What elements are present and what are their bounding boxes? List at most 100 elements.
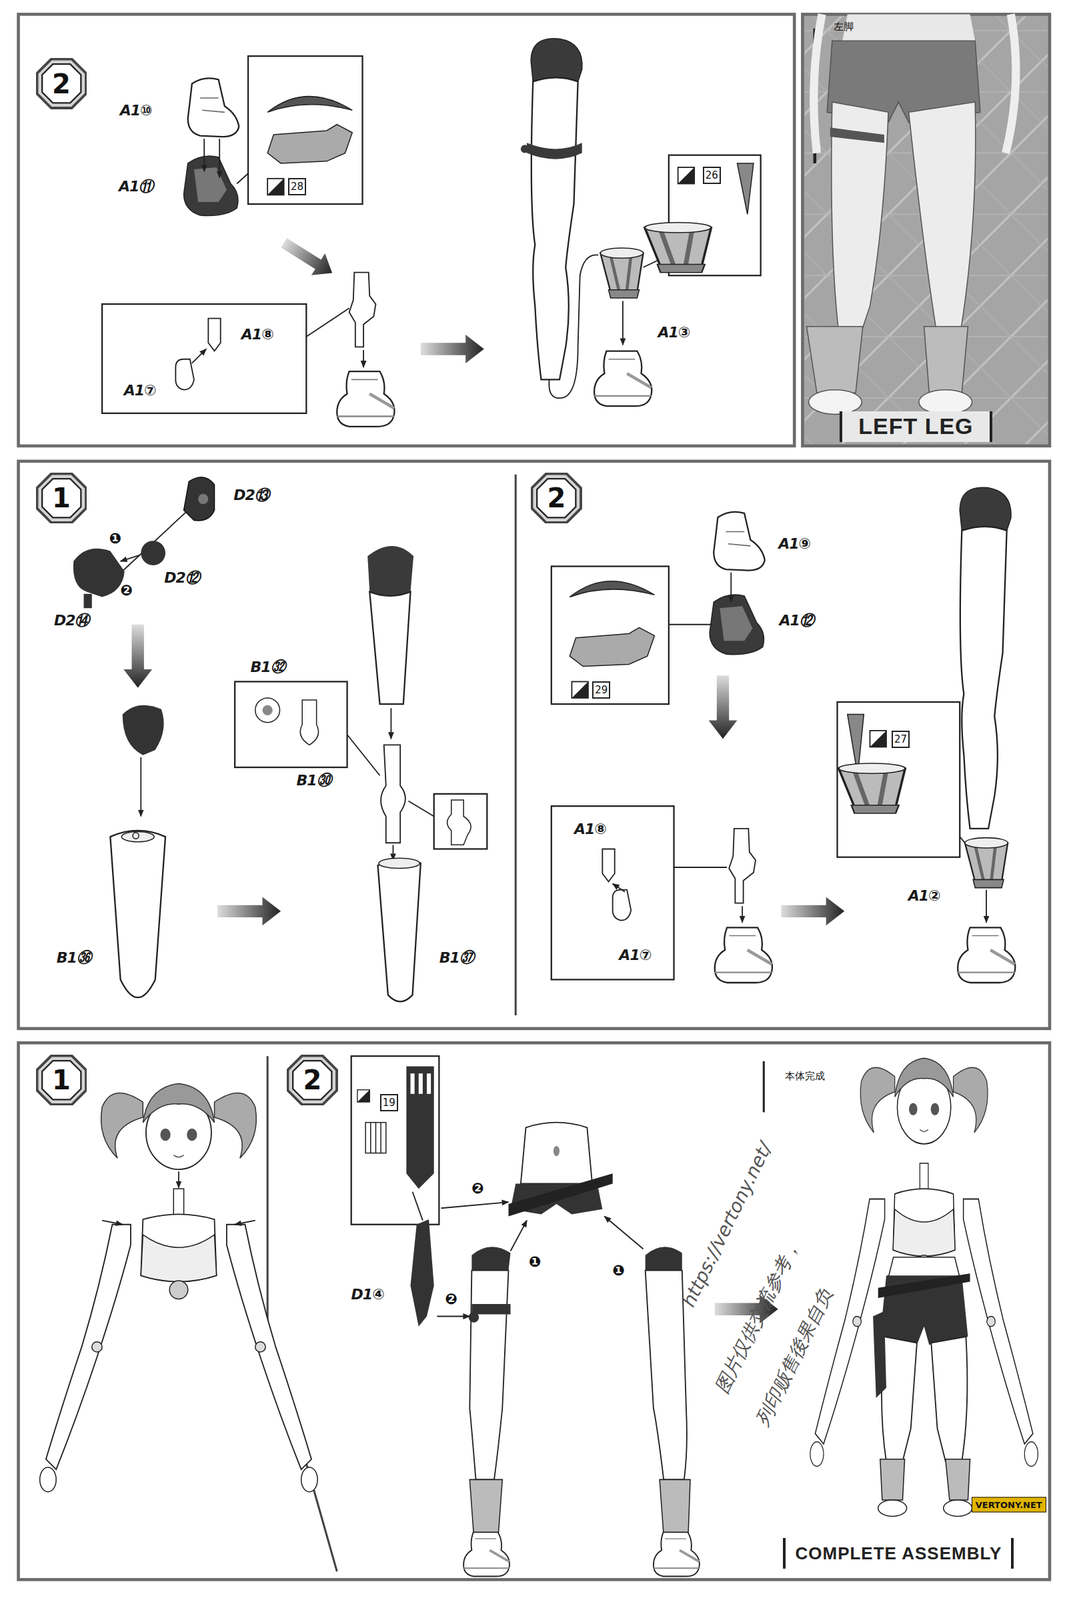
bottom-panel-part (234, 1221, 256, 1226)
sticker-number: 26 (702, 166, 721, 185)
watermark-logo: VERTONY.NET (971, 1497, 1047, 1513)
bottom-panel-part (520, 1123, 593, 1185)
section-title: COMPLETE ASSEMBLY (782, 1538, 1014, 1570)
middle-panel-part (571, 681, 588, 698)
top-panel-part (336, 371, 395, 427)
part-number: A1③ (658, 323, 691, 341)
sticker-number: 27 (891, 730, 910, 749)
bottom-panel-part (357, 1090, 370, 1103)
middle-panel-part (408, 801, 434, 817)
bottom-panel-part (888, 1257, 960, 1279)
middle-panel-part (110, 830, 166, 998)
reference-figure-part (804, 16, 1048, 444)
order-marker: ❶ (528, 1253, 542, 1271)
top-panel-part (420, 334, 485, 364)
bottom-panel-part (810, 1058, 1038, 1467)
middle-panel-part (959, 487, 1011, 829)
middle-panel-part (741, 906, 743, 923)
middle-panel-part (612, 884, 625, 893)
top-panel-part (203, 138, 205, 172)
top-panel-part (276, 232, 339, 285)
reference-figure (802, 14, 1050, 446)
bottom-panel-part (943, 1500, 973, 1517)
note-text: 左脚 (833, 20, 854, 33)
bottom-panel-part (418, 1073, 423, 1095)
top-panel-part (248, 56, 363, 205)
middle-panel-part (380, 744, 406, 843)
part-number: A1⑪ (118, 176, 153, 197)
middle-panel-part (378, 860, 421, 1002)
top-panel-part (267, 178, 284, 195)
order-marker: ❷ (444, 1290, 458, 1308)
bottom-panel-part (436, 1316, 470, 1318)
bottom-panel-part (410, 1219, 435, 1328)
bottom-panel-part (930, 1337, 967, 1462)
middle-panel-part (709, 594, 764, 655)
bottom-panel-part (878, 1500, 907, 1517)
part-number: A1② (908, 886, 941, 904)
top-panel-part (175, 359, 195, 391)
top-panel-part (526, 142, 583, 159)
top-panel-part (267, 96, 353, 113)
sticker-number: 28 (288, 178, 307, 196)
part-number: A1⑨ (778, 534, 811, 552)
sticker-number-text: 19 (382, 1097, 396, 1110)
bottom-panel-part (267, 1056, 337, 1572)
sticker-number: 29 (592, 681, 611, 699)
step-number: 2 (547, 482, 567, 514)
middle-panel-part (708, 675, 738, 739)
bottom-panel-part (880, 1459, 905, 1501)
part-number: D1④ (351, 1286, 385, 1304)
middle-panel-part (84, 594, 93, 609)
reference-figure-part (830, 127, 885, 143)
badge-face (536, 478, 576, 518)
order-marker: ❷ (471, 1180, 485, 1198)
badge-face (292, 1060, 332, 1100)
badge-face (42, 1060, 81, 1100)
top-panel-part (192, 348, 207, 363)
top-panel-part (236, 173, 249, 184)
badge-face (42, 64, 81, 103)
middle-panel-part (140, 540, 166, 566)
bottom-panel-part (872, 1311, 887, 1399)
top-panel-part (102, 304, 307, 414)
bottom-panel-part (18, 1042, 1050, 1580)
middle-panel-part (730, 572, 732, 603)
bottom-panel-part (412, 1192, 423, 1222)
middle-panel-part (390, 708, 392, 739)
part-number: B1㉜ (250, 658, 285, 675)
middle-panel-part (378, 858, 420, 869)
top-panel-part (736, 163, 753, 215)
top-panel-part (530, 38, 583, 381)
sticker-number: 19 (380, 1094, 399, 1112)
middle-panel-part (217, 896, 281, 926)
bottom-panel-part (40, 1084, 318, 1493)
top-panel-part (548, 254, 599, 399)
middle-panel-part (184, 477, 215, 521)
middle-panel-part (255, 698, 281, 723)
middle-panel-part (668, 624, 713, 626)
part-number: B1㊱ (56, 949, 91, 967)
part-number: A1⑦ (124, 381, 157, 399)
part-number: A1⑧ (574, 820, 607, 838)
reference-figure-part (842, 14, 975, 41)
reference-figure-part (806, 326, 863, 393)
top-panel-part (184, 156, 239, 217)
middle-panel-part (514, 474, 517, 1016)
middle-panel-part (569, 627, 655, 667)
middle-panel-part (838, 763, 906, 814)
middle-panel-part (367, 546, 414, 597)
bottom-panel-part (370, 1123, 381, 1154)
top-panel-part (520, 144, 529, 153)
middle-panel-part (198, 494, 209, 505)
badge-ring (36, 473, 86, 523)
bottom-panel-part (406, 1066, 434, 1190)
middle-panel-part (434, 794, 488, 850)
top-panel-part (644, 222, 712, 273)
step-number: 1 (52, 482, 71, 514)
bottom-panel-part (469, 1479, 503, 1536)
middle-panel-part (964, 838, 1008, 889)
part-number: A1⑫ (779, 610, 814, 631)
middle-panel-part (18, 461, 1050, 1029)
badge-ring (288, 1055, 337, 1105)
